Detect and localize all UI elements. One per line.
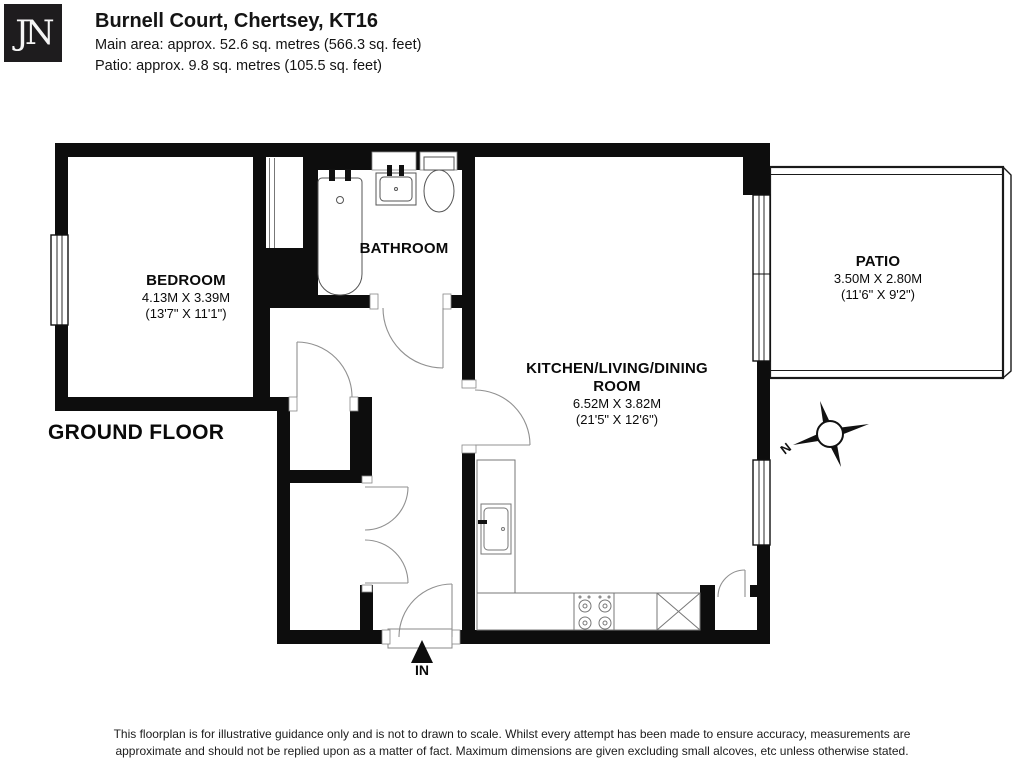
kitchen-window	[752, 459, 771, 546]
bathroom-name: BATHROOM	[359, 240, 449, 257]
appliance-unit	[656, 592, 701, 631]
patio-door-window	[752, 194, 771, 362]
kitchen-fixtures	[476, 459, 701, 631]
entrance-door	[398, 583, 453, 638]
patio-label: PATIO 3.50M X 2.80M (11'6" X 9'2")	[834, 253, 922, 302]
windows	[50, 194, 771, 546]
bathtub	[317, 169, 363, 296]
bedroom-name: BEDROOM	[146, 272, 226, 289]
cupboard-doors	[364, 486, 409, 584]
stove	[573, 592, 615, 631]
entrance-label: IN	[415, 662, 429, 678]
page-title: Burnell Court, Chertsey, KT16	[95, 10, 379, 32]
patio-area-text: Patio: approx. 9.8 sq. metres (105.5 sq.…	[95, 58, 382, 74]
kitchen-dims-metric: 6.52M X 3.82M	[572, 396, 662, 411]
bathroom-sink	[375, 165, 417, 206]
agency-logo: JN	[4, 4, 62, 62]
kitchen-dims-imperial: (21'5" X 12'6")	[575, 411, 659, 427]
patio-outline	[768, 165, 1012, 380]
patio-name: PATIO	[855, 253, 901, 270]
patio-dims-imperial: (11'6" X 9'2")	[841, 286, 915, 302]
compass-icon: N	[777, 401, 869, 467]
alcove-door	[717, 569, 746, 598]
bathroom-door	[382, 307, 444, 369]
floor-label: GROUND FLOOR	[48, 421, 225, 444]
disclaimer: This floorplan is for illustrative guida…	[0, 726, 1024, 759]
main-area-text: Main area: approx. 52.6 sq. metres (566.…	[95, 37, 422, 53]
kitchen-name-line1: KITCHEN/LIVING/DINING	[526, 360, 708, 377]
compass-north-label: N	[777, 440, 794, 458]
bedroom-door	[296, 341, 353, 398]
disclaimer-line2: approximate and should not be replied up…	[115, 743, 909, 758]
bedroom-dims-metric: 4.13M X 3.39M	[141, 290, 231, 305]
doors	[296, 307, 746, 638]
kitchen-door	[474, 389, 531, 446]
agency-logo-text: JN	[15, 13, 54, 53]
bathroom-fixtures	[317, 156, 455, 296]
patio-dims-metric: 3.50M X 2.80M	[833, 271, 923, 286]
toilet	[423, 156, 455, 213]
kitchen-label: KITCHEN/LIVING/DINING ROOM 6.52M X 3.82M…	[526, 360, 708, 427]
bedroom-dims-imperial: (13'7" X 11'1")	[145, 305, 227, 321]
door-stops	[288, 293, 477, 645]
kitchen-sink	[478, 503, 512, 555]
kitchen-name-line2: ROOM	[593, 378, 641, 395]
bathroom-label: BATHROOM	[360, 240, 449, 258]
bedroom-window	[50, 234, 69, 326]
entrance-arrow-icon	[411, 640, 433, 663]
disclaimer-line1: This floorplan is for illustrative guida…	[113, 727, 911, 741]
wardrobe-recess	[266, 158, 303, 248]
bedroom-label: BEDROOM 4.13M X 3.39M (13'7" X 11'1")	[142, 272, 230, 321]
